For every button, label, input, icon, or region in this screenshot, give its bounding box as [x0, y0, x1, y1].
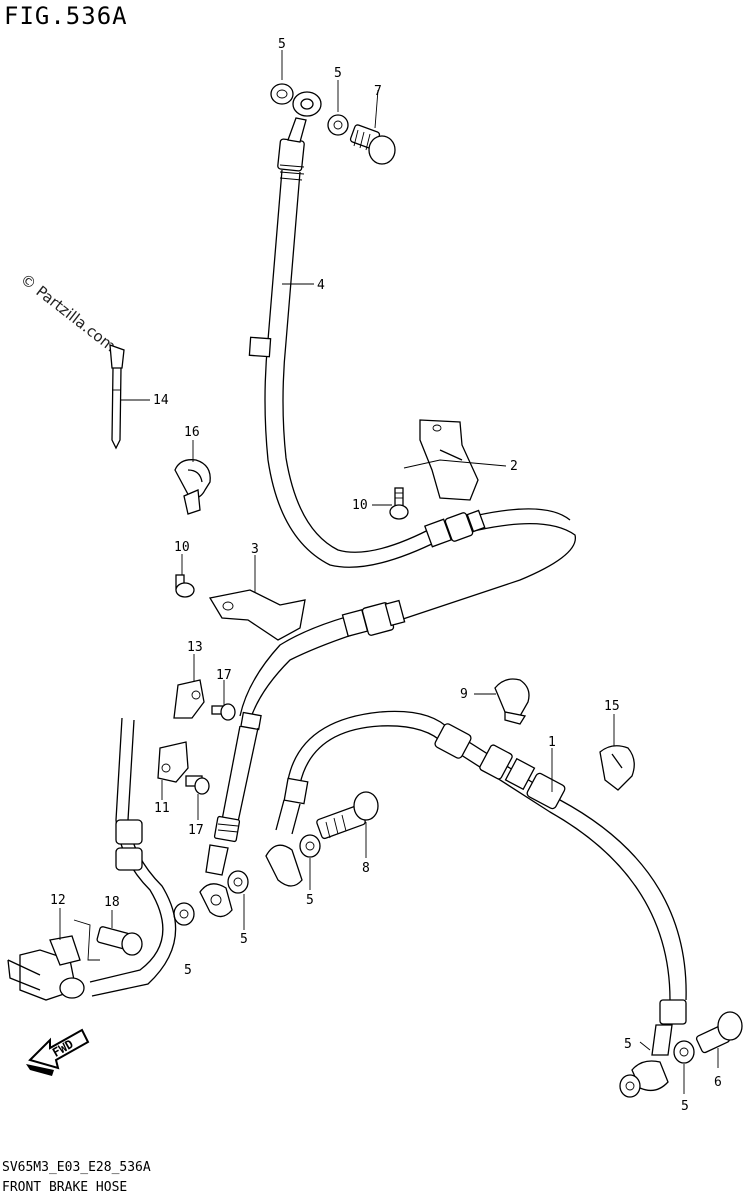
callout-10a: 10	[352, 498, 368, 513]
washer-5f[interactable]	[619, 1074, 641, 1098]
screw-17a[interactable]	[211, 703, 236, 721]
hose-junction[interactable]	[199, 599, 406, 918]
callout-11: 11	[154, 801, 170, 816]
callout-12: 12	[50, 893, 66, 908]
callout-15: 15	[604, 699, 620, 714]
callout-17b: 17	[188, 823, 204, 838]
clamp-9[interactable]	[494, 678, 530, 725]
clamp-11[interactable]	[157, 741, 189, 783]
callout-2: 2	[510, 459, 518, 474]
washer-5b[interactable]	[327, 114, 349, 136]
screw-17b[interactable]	[185, 775, 210, 795]
callout-3: 3	[251, 542, 259, 557]
washer-5d[interactable]	[227, 870, 249, 894]
lower-brake-hose-1[interactable]	[265, 710, 687, 1092]
callout-1: 1	[548, 735, 556, 750]
washer-5c[interactable]	[299, 834, 321, 858]
banjo-bolt-8[interactable]	[316, 791, 379, 840]
bolt-18[interactable]	[96, 926, 143, 956]
callout-10b: 10	[174, 540, 190, 555]
callout-5b: 5	[334, 66, 342, 81]
section-title: FRONT BRAKE HOSE	[2, 1180, 128, 1195]
callout-6: 6	[714, 1075, 722, 1090]
cable-tie-14[interactable]	[109, 344, 125, 450]
bracket-3[interactable]	[208, 589, 306, 641]
callout-7: 7	[374, 84, 382, 99]
clamp-13[interactable]	[173, 679, 205, 719]
bolt-10a[interactable]	[389, 487, 409, 520]
callout-8: 8	[362, 861, 370, 876]
callout-17a: 17	[216, 668, 232, 683]
model-code: SV65M3_E03_E28_536A	[2, 1160, 151, 1175]
callout-4: 4	[317, 278, 325, 293]
washer-5a[interactable]	[270, 83, 294, 105]
washer-5e[interactable]	[173, 902, 195, 926]
callout-16: 16	[184, 425, 200, 440]
banjo-bolt-7[interactable]	[349, 124, 396, 165]
callout-13: 13	[187, 640, 203, 655]
callout-5d: 5	[240, 932, 248, 947]
upper-brake-hose[interactable]	[248, 91, 441, 568]
fwd-arrow-icon: FWD	[26, 1028, 90, 1076]
left-hose[interactable]	[89, 717, 177, 997]
callout-5g: 5	[681, 1099, 689, 1114]
callout-5e: 5	[184, 963, 192, 978]
figure-title: FIG.536A	[4, 2, 128, 30]
bracket-2[interactable]	[419, 419, 479, 501]
middle-brake-hose[interactable]	[399, 508, 576, 621]
hose-bracket-12[interactable]	[7, 935, 85, 1001]
callout-5c: 5	[306, 893, 314, 908]
bolt-10b[interactable]	[175, 574, 195, 598]
washer-5g[interactable]	[673, 1040, 695, 1064]
callout-18: 18	[104, 895, 120, 910]
callout-5a: 5	[278, 37, 286, 52]
callout-9: 9	[460, 687, 468, 702]
leader-lines	[59, 50, 719, 1094]
hose-clamp-16[interactable]	[174, 459, 211, 515]
callout-5f: 5	[624, 1037, 632, 1052]
banjo-bolt-6[interactable]	[695, 1011, 743, 1054]
callout-14: 14	[153, 393, 169, 408]
clamp-15[interactable]	[599, 745, 635, 791]
